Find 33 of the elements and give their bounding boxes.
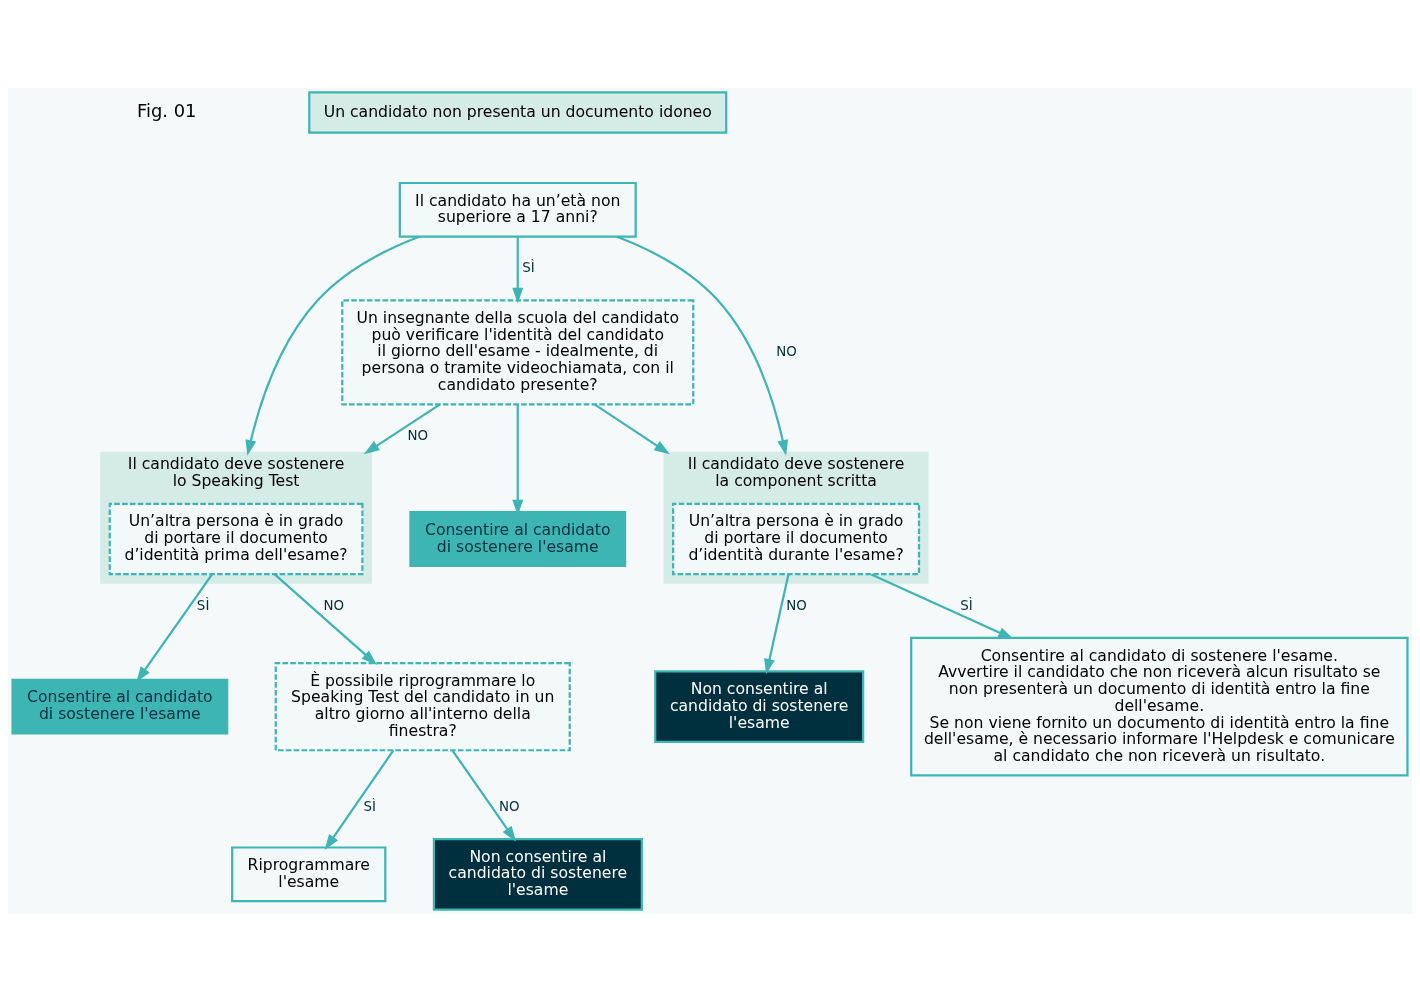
arrow — [363, 402, 441, 454]
node-box: Un candidato non presenta un documento idoneo — [308, 90, 728, 134]
node-box: Un’altra persona è in grado di portare il documento d’identità prima dell'esame? — [108, 502, 364, 575]
edge-label: NO — [776, 343, 797, 359]
edge-label: NO — [407, 427, 429, 443]
node-box: È possibile riprogrammare lo Speaking Test del candidato in un altro giorno all'interno della finestra? — [274, 661, 571, 751]
edge-label: NO — [786, 597, 807, 613]
arrow — [245, 235, 420, 456]
arrow — [870, 572, 1014, 639]
node-box: Consentire al candidato di sostenere l'esame. Avvertire il candidato che non riceverà alcun risultato se non presenterà un documento di identità entro la fine dell'esame. Se non viene fornito un documento di identità entro la fine dell'esame, è necessario informare l'Helpdesk e comunicare al candidato che non riceverà un risultato. — [910, 636, 1409, 776]
node-box: Consentire al candidato di sostenere l'esame — [11, 678, 229, 735]
label: Fig. 01 — [137, 99, 197, 121]
node-box: Il candidato ha un’età non superiore a 17 anni? — [398, 181, 637, 238]
node-box: Consentire al candidato di sostenere l'esame — [409, 510, 627, 567]
edge-label: SÌ — [196, 597, 210, 613]
arrow — [274, 573, 377, 665]
arrow — [593, 402, 670, 454]
edge-label: SÌ — [363, 798, 376, 814]
node-box: Riprogrammare l'esame — [231, 845, 387, 902]
arrow — [616, 235, 789, 456]
node-box: Non consentire al candidato di sostenere l'esame — [654, 669, 865, 743]
arrow — [136, 573, 213, 682]
edge-label: SÌ — [960, 597, 973, 613]
arrow — [512, 236, 524, 303]
arrow — [324, 749, 395, 850]
node-box: Non consentire al candidato di sostenere l'esame — [432, 837, 643, 911]
edge-label: NO — [323, 597, 345, 613]
arrow — [451, 749, 517, 842]
edge-label: SÌ — [522, 259, 535, 275]
edge-label: NO — [499, 798, 520, 814]
arrow — [764, 573, 790, 675]
node-box: Un insegnante della scuola del candidato può verificare l'identità del candidato il giorno dell'esame - idealmente, di persona o tramite videochiamata, con il candidato presente? — [341, 298, 695, 405]
node-box: Un’altra persona è in grado di portare il documento d’identità durante l'esame? — [672, 502, 921, 575]
